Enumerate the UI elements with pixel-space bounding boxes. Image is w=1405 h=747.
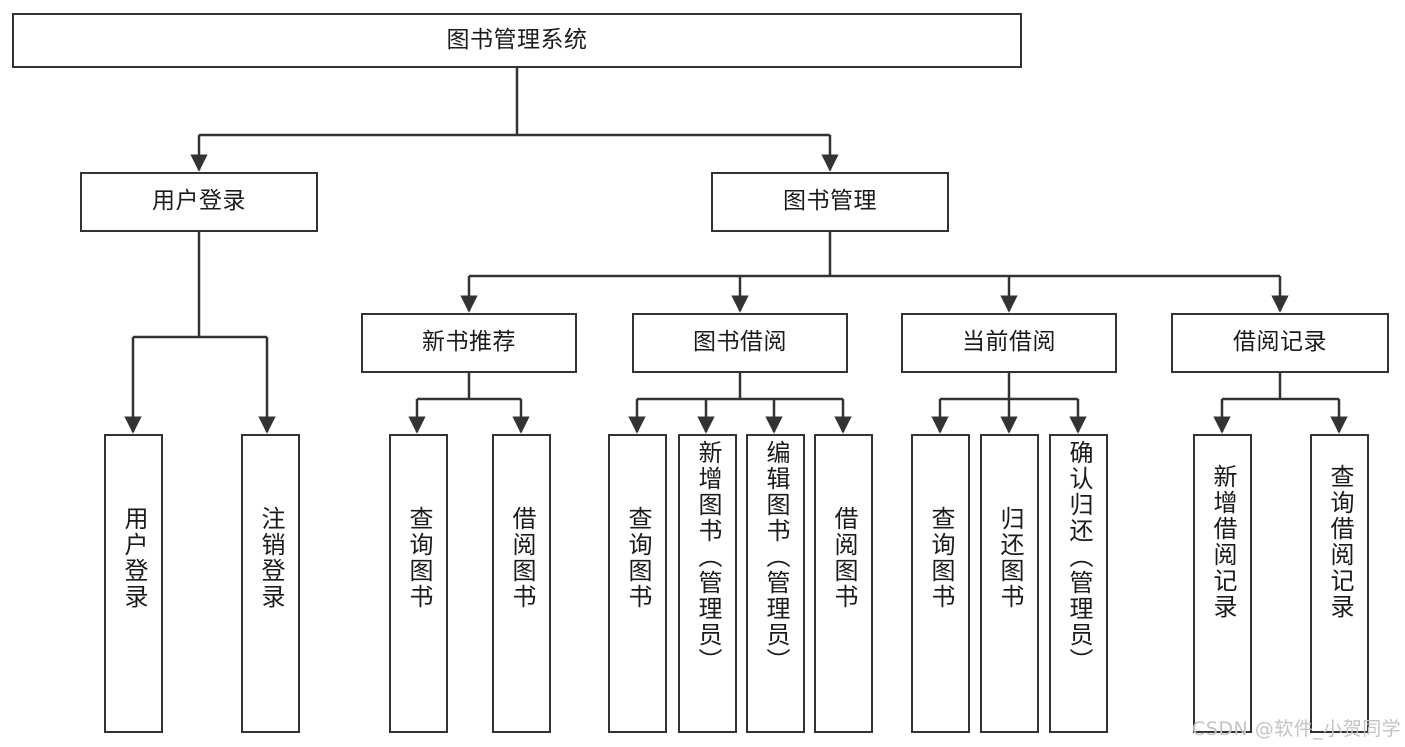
node-leaf-query-book-2[interactable]: 查询图书 bbox=[608, 434, 667, 733]
node-leaf-borrow-book-1[interactable]: 借阅图书 bbox=[492, 434, 551, 733]
node-new-book-recommend[interactable]: 新书推荐 bbox=[361, 313, 577, 373]
node-leaf-confirm-return-label: 确认归还（管理员） bbox=[1064, 440, 1093, 674]
node-root[interactable]: 图书管理系统 bbox=[12, 13, 1022, 68]
node-leaf-add-record[interactable]: 新增借阅记录 bbox=[1193, 434, 1252, 733]
node-leaf-query-book-3-label: 查询图书 bbox=[926, 506, 955, 610]
node-leaf-user-login-label: 用户登录 bbox=[119, 506, 148, 610]
node-leaf-borrow-book-2-label: 借阅图书 bbox=[829, 506, 858, 610]
node-book-manage[interactable]: 图书管理 bbox=[711, 172, 949, 232]
node-leaf-add-book-label: 新增图书（管理员） bbox=[693, 440, 722, 674]
node-leaf-query-record[interactable]: 查询借阅记录 bbox=[1310, 434, 1369, 733]
node-leaf-user-logout[interactable]: 注销登录 bbox=[241, 434, 300, 733]
node-user-login[interactable]: 用户登录 bbox=[80, 172, 318, 232]
node-user-login-label: 用户登录 bbox=[152, 188, 246, 215]
node-leaf-return-book-label: 归还图书 bbox=[995, 506, 1024, 610]
node-leaf-query-book-1-label: 查询图书 bbox=[404, 506, 433, 610]
node-leaf-return-book[interactable]: 归还图书 bbox=[980, 434, 1039, 733]
node-borrow-record[interactable]: 借阅记录 bbox=[1171, 313, 1389, 373]
node-leaf-query-book-3[interactable]: 查询图书 bbox=[911, 434, 970, 733]
node-leaf-query-book-1[interactable]: 查询图书 bbox=[389, 434, 448, 733]
node-leaf-user-logout-label: 注销登录 bbox=[256, 506, 285, 610]
node-leaf-borrow-book-1-label: 借阅图书 bbox=[507, 506, 536, 610]
node-new-book-recommend-label: 新书推荐 bbox=[422, 329, 516, 356]
node-book-manage-label: 图书管理 bbox=[783, 188, 877, 215]
node-borrow-record-label: 借阅记录 bbox=[1233, 329, 1327, 356]
node-leaf-add-record-label: 新增借阅记录 bbox=[1208, 464, 1237, 620]
node-leaf-borrow-book-2[interactable]: 借阅图书 bbox=[814, 434, 873, 733]
node-leaf-confirm-return[interactable]: 确认归还（管理员） bbox=[1049, 434, 1108, 733]
node-current-borrow-label: 当前借阅 bbox=[962, 329, 1056, 356]
node-leaf-query-record-label: 查询借阅记录 bbox=[1325, 464, 1354, 620]
node-book-borrow-label: 图书借阅 bbox=[693, 329, 787, 356]
node-root-label: 图书管理系统 bbox=[446, 26, 588, 53]
node-leaf-edit-book-label: 编辑图书（管理员） bbox=[761, 440, 790, 674]
node-leaf-user-login[interactable]: 用户登录 bbox=[104, 434, 163, 733]
node-current-borrow[interactable]: 当前借阅 bbox=[901, 313, 1117, 373]
node-leaf-add-book[interactable]: 新增图书（管理员） bbox=[678, 434, 737, 733]
node-book-borrow[interactable]: 图书借阅 bbox=[632, 313, 848, 373]
node-leaf-edit-book[interactable]: 编辑图书（管理员） bbox=[746, 434, 805, 733]
node-leaf-query-book-2-label: 查询图书 bbox=[623, 506, 652, 610]
